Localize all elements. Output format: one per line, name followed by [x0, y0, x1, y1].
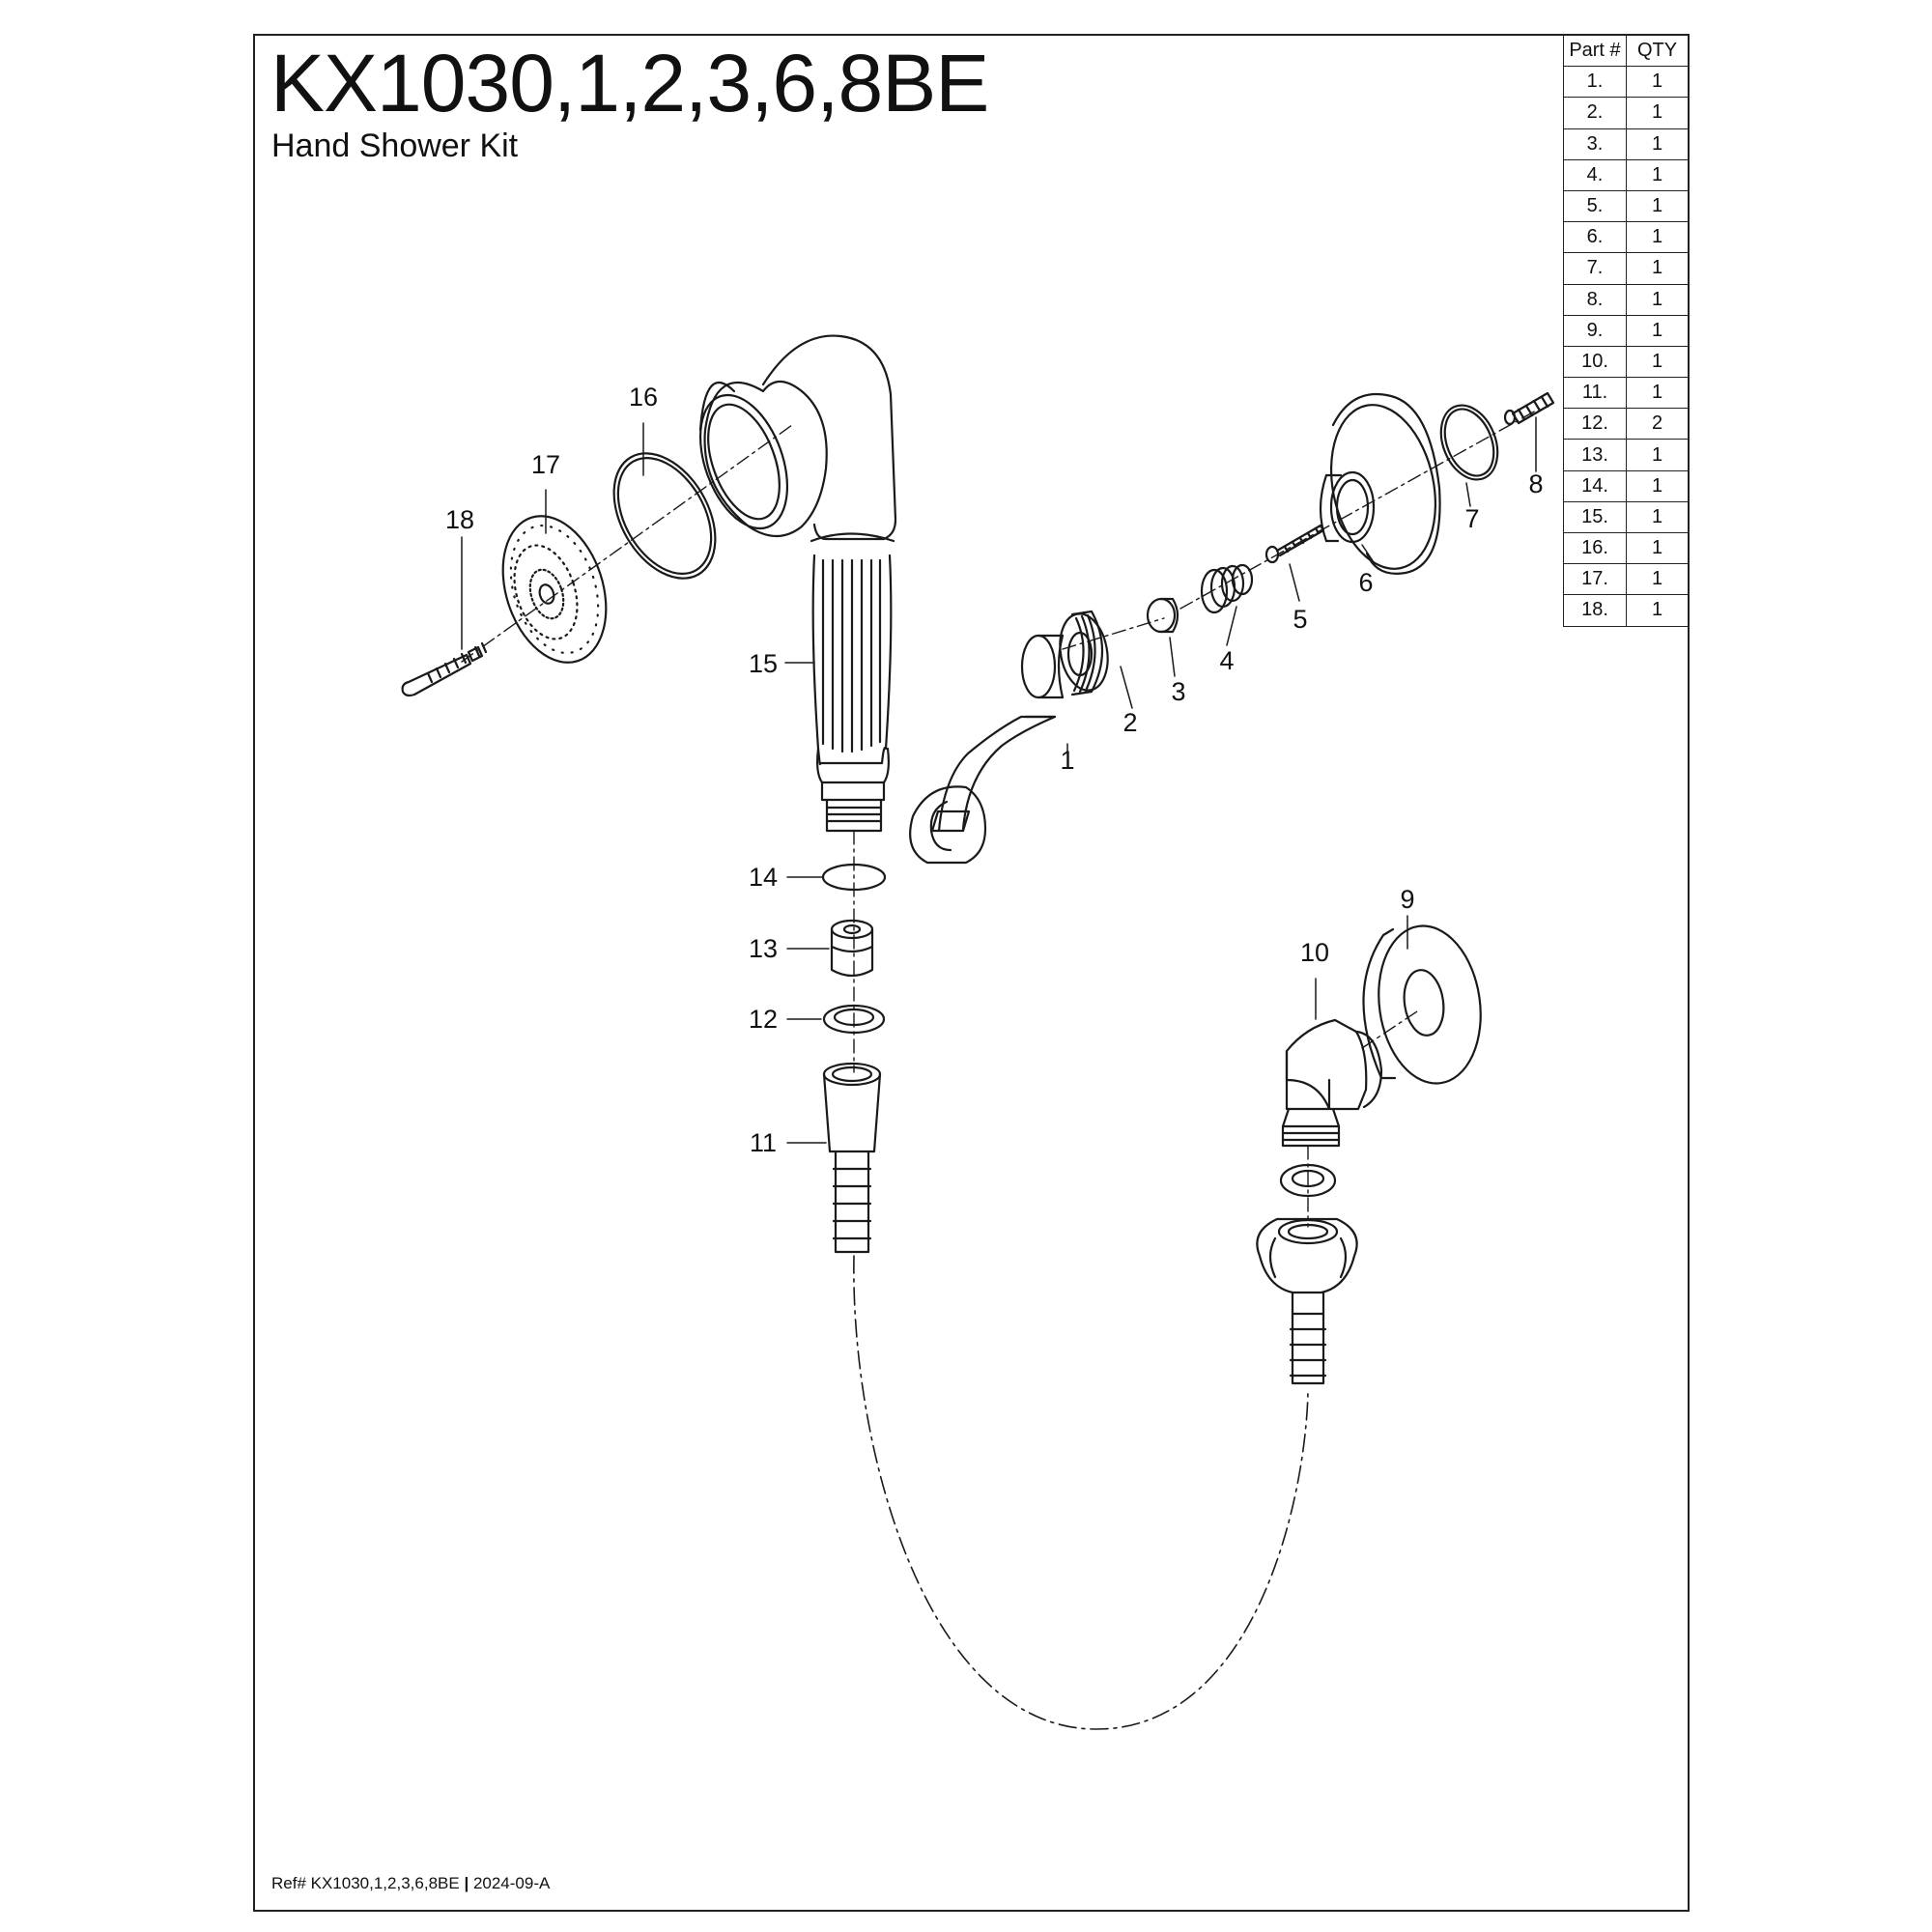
qty-cell: 1: [1626, 469, 1689, 502]
parts-table-row: 16.1: [1563, 531, 1689, 565]
part-number-cell: 3.: [1563, 128, 1627, 160]
page-title: KX1030,1,2,3,6,8BE: [270, 38, 989, 128]
qty-cell: 1: [1626, 189, 1689, 223]
qty-cell: 1: [1626, 252, 1689, 285]
parts-table-row: 14.1: [1563, 469, 1689, 502]
part-number-cell: 18.: [1563, 594, 1627, 627]
qty-cell: 1: [1626, 158, 1689, 191]
parts-table-row: 9.1: [1563, 314, 1689, 347]
part-5-screw: [1264, 524, 1325, 564]
qty-cell: 1: [1626, 314, 1689, 347]
part-15-hand-shower-head: [698, 334, 897, 833]
callout-3: 3: [1171, 677, 1185, 706]
part-16-o-ring: [612, 452, 717, 580]
qty-cell: 1: [1626, 594, 1689, 627]
hex-nut-connector: [1256, 1217, 1358, 1385]
callout-16: 16: [629, 383, 658, 412]
parts-table-row: 4.1: [1563, 158, 1689, 191]
callout-14: 14: [749, 863, 778, 892]
part-number-cell: 14.: [1563, 469, 1627, 502]
callout-7: 7: [1464, 504, 1479, 533]
parts-table-row: 6.1: [1563, 221, 1689, 254]
page-subtitle: Hand Shower Kit: [271, 128, 519, 164]
part-number-cell: 12.: [1563, 408, 1627, 440]
footer-separator: |: [464, 1874, 469, 1892]
callout-6: 6: [1358, 568, 1373, 597]
part-number-cell: 10.: [1563, 345, 1627, 379]
qty-cell: 1: [1626, 345, 1689, 379]
parts-table-header: Part # QTY: [1563, 34, 1689, 68]
part-7-o-ring: [1439, 404, 1499, 481]
parts-table-row: 17.1: [1563, 563, 1689, 596]
part-3-cap: [1146, 597, 1179, 634]
callout-10: 10: [1300, 938, 1329, 967]
part-number-cell: 6.: [1563, 221, 1627, 254]
part-10-elbow-supply: [1281, 1018, 1383, 1148]
footer-revision: 2024-09-A: [472, 1874, 551, 1892]
qty-cell: 1: [1626, 97, 1689, 129]
callout-13: 13: [749, 934, 778, 963]
callout-8: 8: [1528, 469, 1543, 498]
hose-path: [853, 1255, 1309, 1730]
parts-table-row: 13.1: [1563, 439, 1689, 471]
drawing-frame: [253, 34, 1690, 1912]
center-lines: [461, 410, 1537, 1228]
part-18-screw: [401, 641, 488, 697]
leader-lines: [461, 416, 1537, 1144]
callout-12: 12: [749, 1005, 778, 1034]
qty-cell: 1: [1626, 221, 1689, 254]
callout-17: 17: [531, 450, 560, 479]
part-9-escutcheon: [1362, 924, 1482, 1085]
part-11-hose-connector: [822, 1062, 882, 1254]
parts-table-row: 2.1: [1563, 97, 1689, 129]
part-6-wall-flange: [1319, 392, 1441, 575]
parts-table-row: 3.1: [1563, 128, 1689, 160]
part-number-header: Part #: [1563, 34, 1627, 68]
footer-ref: Ref# KX1030,1,2,3,6,8BE: [271, 1874, 460, 1892]
part-8-wall-anchor: [1503, 391, 1555, 426]
callout-18: 18: [445, 505, 474, 534]
callout-2: 2: [1122, 708, 1137, 737]
callout-4: 4: [1219, 646, 1234, 675]
callout-15: 15: [749, 649, 778, 678]
qty-cell: 1: [1626, 283, 1689, 316]
footer-reference: Ref# KX1030,1,2,3,6,8BE | 2024-09-A: [271, 1874, 550, 1893]
part-1-wall-bracket: [909, 634, 1065, 865]
part-17-spray-face: [501, 515, 608, 664]
callout-5: 5: [1293, 605, 1307, 634]
parts-table-row: 5.1: [1563, 189, 1689, 223]
part-number-cell: 5.: [1563, 189, 1627, 223]
part-number-cell: 9.: [1563, 314, 1627, 347]
parts-table-row: 11.1: [1563, 377, 1689, 410]
callout-9: 9: [1400, 885, 1414, 914]
callout-1: 1: [1060, 746, 1074, 775]
callout-11: 11: [750, 1128, 777, 1157]
part-2-threaded-ring: [1059, 610, 1109, 696]
parts-table-row: 18.1: [1563, 594, 1689, 627]
qty-header: QTY: [1626, 34, 1689, 68]
part-13-flow-restrictor: [830, 919, 874, 978]
parts-table-row: 10.1: [1563, 345, 1689, 379]
